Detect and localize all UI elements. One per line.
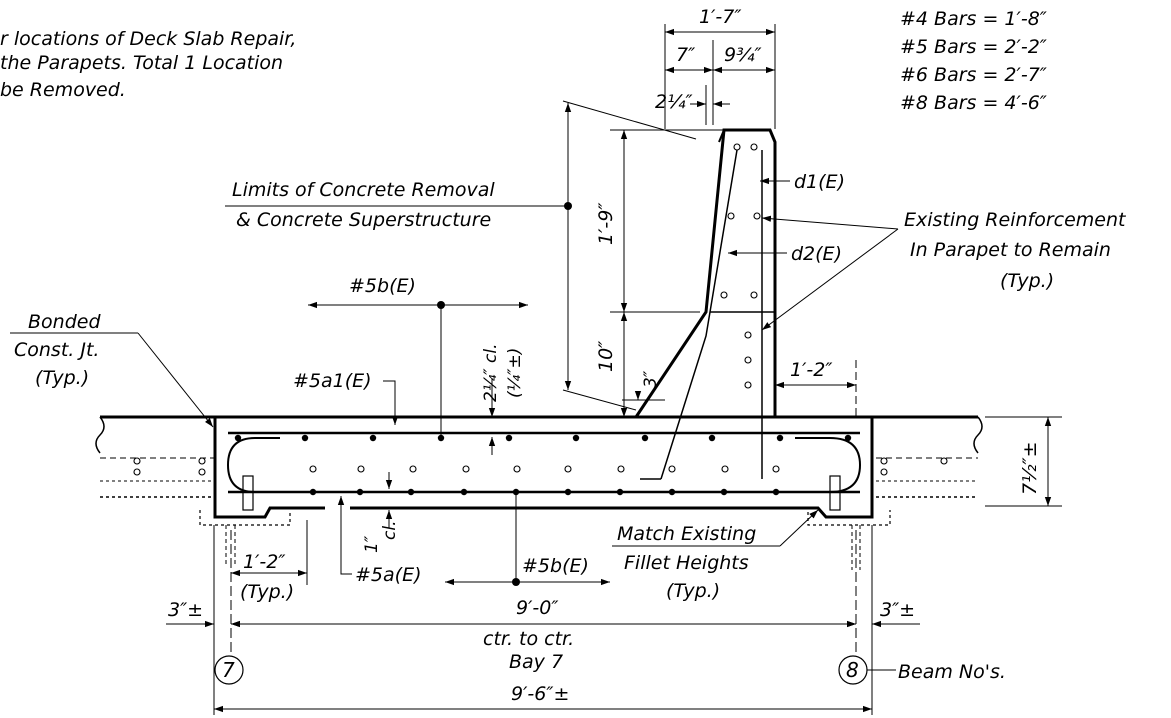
label-bonded-3: (Typ.) (35, 367, 89, 389)
dim-left-offset: 3″± (168, 599, 203, 621)
label-match-3: (Typ.) (666, 580, 720, 602)
label-existing-reinf-2: In Parapet to Remain (910, 239, 1111, 261)
note-line-1: r locations of Deck Slab Repair, (0, 28, 296, 50)
fillet-note: Match Existing Fillet Heights (Typ.) (612, 509, 819, 602)
bottom-bar-dots (309, 488, 780, 496)
limits-label: Limits of Concrete Removal & Concrete Su… (232, 179, 495, 231)
general-notes: r locations of Deck Slab Repair, the Par… (0, 28, 296, 101)
dim-bottom-clear: 1″ (362, 535, 382, 553)
slab-bar-labels: #5b(E) #5a1(E) 2¼″ cl. (¼″±) 1″ cl. #5a(… (293, 275, 610, 586)
deck-outline (95, 415, 983, 570)
dim-edge-dist-note: (Typ.) (240, 581, 294, 603)
parapet-bar-labels: d1(E) d2(E) Existing Reinforcement In Pa… (728, 171, 1127, 331)
dim-parapet-width: 1′-7″ (699, 6, 741, 28)
label-d1: d1(E) (794, 171, 845, 193)
dim-right-offset: 3″± (880, 599, 915, 621)
dim-parapet-right: 9¾″ (724, 44, 762, 66)
parapet-bars (720, 143, 761, 389)
label-limits-1: Limits of Concrete Removal (232, 179, 495, 201)
break-left (95, 416, 105, 454)
parapet-inner-bar (660, 149, 738, 480)
dim-bay-spacing: 9′-0″ (516, 597, 558, 619)
beam8-flange (807, 510, 891, 526)
deck-thickness-dim: 7½″± (985, 416, 1062, 507)
open-bars (133, 457, 948, 476)
dim-parapet-left: 7″ (676, 44, 695, 66)
dim-bottom-clear-unit: cl. (380, 521, 400, 540)
dim-bay-name: Bay 7 (509, 651, 563, 673)
dim-overhang: 1′-2″ (790, 359, 832, 381)
top-bar-dots (234, 434, 852, 442)
dim-deck-thickness: 7½″± (1019, 441, 1041, 495)
reinforcement (133, 431, 948, 496)
label-limits-2: & Concrete Superstructure (236, 209, 491, 231)
repair-outline-right (350, 417, 874, 519)
label-existing-reinf-1: Existing Reinforcement (904, 209, 1127, 231)
note-line-2: the Parapets. Total 1 Location (0, 52, 283, 74)
dim-upper-height: 1′-9″ (595, 203, 617, 245)
right-hook-bar (795, 437, 862, 493)
label-existing-reinf-3: (Typ.) (1000, 270, 1054, 292)
lap-row-4: #4 Bars = 1′-8″ (900, 8, 1047, 30)
parapet-dimensions: 1′-7″ 7″ 9¾″ 2¼″ 1′-9″ 10″ 3″ 1′-2″ (225, 6, 857, 417)
break-right (973, 416, 983, 454)
dim-edge-dist: 1′-2″ (243, 551, 285, 573)
dim-ctr-note: ctr. to ctr. (483, 628, 574, 650)
label-d2: d2(E) (791, 243, 842, 265)
label-beam-nos: Beam No's. (898, 661, 1006, 683)
bonded-joint-note: Bonded Const. Jt. (Typ.) (10, 311, 214, 428)
label-5a: #5a(E) (355, 564, 421, 586)
note-line-3: be Removed. (0, 79, 126, 101)
left-hook-bar (226, 437, 280, 493)
dim-top-cover: (¼″±) (505, 348, 525, 398)
dim-batter: 2¼″ (655, 91, 693, 113)
dim-chamfer: 3″ (641, 370, 661, 388)
label-bonded-2: Const. Jt. (14, 339, 99, 361)
beam-7-number: 7 (222, 658, 235, 682)
lap-row-5: #5 Bars = 2′-2″ (900, 36, 1047, 58)
label-5a1: #5a1(E) (293, 370, 372, 392)
label-bonded-1: Bonded (28, 311, 101, 333)
dim-total-width: 9′-6″± (511, 683, 569, 705)
lap-row-8: #8 Bars = 4′-6″ (900, 92, 1047, 114)
label-match-2: Fillet Heights (624, 552, 749, 574)
beam7-flange (199, 510, 291, 526)
parapet-outline (634, 128, 777, 418)
label-5b-top: #5b(E) (349, 275, 416, 297)
label-match-1: Match Existing (617, 523, 756, 545)
lap-row-6: #6 Bars = 2′-7″ (900, 64, 1047, 86)
repair-outline-left (213, 417, 325, 519)
bottom-dimensions: 1′-2″ (Typ.) 3″± 9′-0″ 3″± ctr. to ctr. … (166, 520, 1006, 715)
beam-8-number: 8 (846, 658, 859, 682)
dim-lower-height: 10″ (595, 341, 617, 372)
beam-7-bubble (214, 655, 244, 685)
parapet (562, 100, 777, 480)
label-5b-bottom: #5b(E) (522, 555, 589, 577)
dim-top-clear: 2¼″ cl. (481, 343, 501, 402)
lap-splice-table: #4 Bars = 1′-8″ #5 Bars = 2′-2″ #6 Bars … (900, 8, 1047, 114)
